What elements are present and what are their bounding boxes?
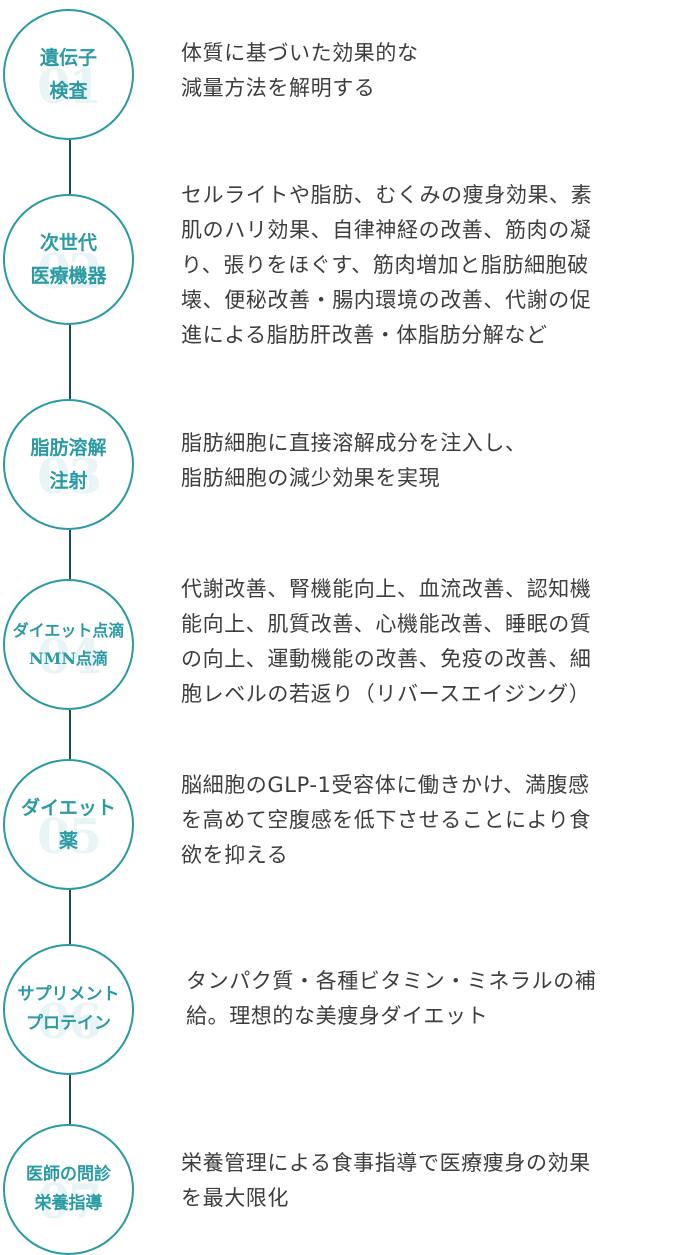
treatment-circle: 06 サプリメント プロテイン [3,944,134,1075]
treatment-name: 医師の問診 栄養指導 [26,1163,111,1214]
treatment-name: ダイエット 薬 [21,796,116,852]
treatment-description: 脳細胞のGLP-1受容体に働きかけ、満腹感 を高めて空腹感を低下させることにより… [181,773,591,867]
timeline-connector [69,530,71,579]
treatment-description: 代謝改善、腎機能向上、血流改善、認知機 能向上、肌質改善、心機能改善、睡眠の質 … [181,577,592,706]
treatment-number: 03 [37,449,102,505]
timeline-connector [69,325,71,399]
treatment-description: 栄養管理による食事指導で医療痩身の効果 を最大限化 [181,1151,591,1210]
treatment-circle: 02 次世代 医療機器 [3,194,134,325]
treatment-description: 脂肪細胞に直接溶解成分を注入し、 脂肪細胞の減少効果を実現 [181,431,527,490]
timeline-connector [69,1075,71,1124]
treatment-circle: 03 脂肪溶解 注射 [3,399,134,530]
treatment-number: 05 [37,809,102,865]
timeline-connector [69,710,71,759]
treatment-description: タンパク質・各種ビタミン・ミネラルの補 給。理想的な美痩身ダイエット [186,969,597,1028]
treatment-number: 07 [37,1174,102,1230]
treatment-number: 04 [37,629,102,685]
treatment-circle: 07 医師の問診 栄養指導 [3,1124,134,1255]
treatment-name: サプリメント プロテイン [17,983,120,1034]
treatment-name: 遺伝子 検査 [39,46,97,102]
treatment-name: ダイエット点滴 NMN点滴 [12,620,125,668]
treatment-description: セルライトや脂肪、むくみの痩身効果、素 肌のハリ効果、自律神経の改善、筋肉の凝 … [181,183,593,347]
treatment-circle: 05 ダイエット 薬 [3,759,134,890]
treatment-name: 次世代 医療機器 [30,231,107,287]
timeline-connector [69,140,71,194]
treatment-number: 01 [37,59,102,115]
treatment-description: 体質に基づいた効果的な 減量方法を解明する [181,41,419,100]
treatment-number: 02 [37,244,102,300]
treatment-circle: 01 遺伝子 検査 [3,9,134,140]
treatment-circle: 04 ダイエット点滴 NMN点滴 [3,579,134,710]
timeline-connector [69,890,71,944]
treatment-number: 06 [37,994,102,1050]
treatment-name: 脂肪溶解 注射 [30,436,107,492]
